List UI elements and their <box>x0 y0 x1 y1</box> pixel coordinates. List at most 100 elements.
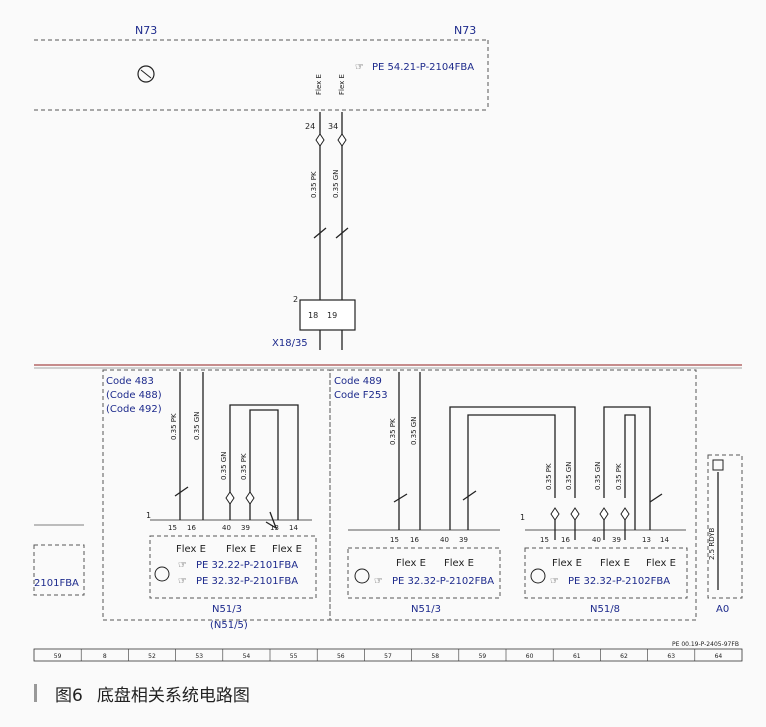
grid-cell-label: 61 <box>573 653 581 660</box>
b2-gear-icon <box>354 568 370 584</box>
svg-text:15: 15 <box>540 536 549 544</box>
svg-text:40: 40 <box>440 536 449 544</box>
grid-cell-label: 8 <box>103 653 107 660</box>
n73-label-left: N73 <box>135 24 157 37</box>
grid-cell-label: 52 <box>148 653 156 660</box>
left-partial-module <box>33 544 85 596</box>
twisted-marker <box>313 227 327 239</box>
svg-text:14: 14 <box>660 536 669 544</box>
svg-text:0.35 PK: 0.35 PK <box>170 413 178 440</box>
grid-cell-label: 64 <box>715 653 723 660</box>
svg-text:0.35 PK: 0.35 PK <box>389 418 397 445</box>
connector-symbol-right <box>337 133 347 147</box>
b1-module <box>149 535 317 599</box>
figure-caption: 图6 底盘相关系统电路图 <box>34 681 250 706</box>
conn-pin-19: 19 <box>327 311 337 320</box>
svg-text:13: 13 <box>642 536 651 544</box>
svg-text:16: 16 <box>187 524 196 532</box>
b1-gear-icon <box>154 566 170 582</box>
svg-text:15: 15 <box>390 536 399 544</box>
svg-text:0.35 GN: 0.35 GN <box>594 462 602 490</box>
svg-text:Flex E: Flex E <box>272 544 302 555</box>
svg-text:0.35 GN: 0.35 GN <box>193 412 201 440</box>
a0-wire: 2.5 RDYB <box>708 527 716 560</box>
svg-text:0.35 GN: 0.35 GN <box>410 417 418 445</box>
block1-code3: (Code 492) <box>106 404 162 415</box>
svg-text:Flex E: Flex E <box>176 544 206 555</box>
wire-label-pk: 0.35 PK <box>310 171 318 198</box>
b3-gear-icon <box>530 568 546 584</box>
svg-text:0.35 GN: 0.35 GN <box>565 462 573 490</box>
svg-text:☞: ☞ <box>178 560 187 571</box>
svg-text:Flex E: Flex E <box>396 558 426 569</box>
b2-ref: PE 32.32-P-2102FBA <box>392 576 494 587</box>
grid-cell-label: 55 <box>290 653 298 660</box>
b1-label2: (N51/5) <box>210 620 248 631</box>
svg-text:0.35 PK: 0.35 PK <box>615 463 623 490</box>
b1-pin1: 1 <box>146 511 151 520</box>
ref-top: PE 54.21-P-2104FBA <box>372 62 474 73</box>
svg-text:40: 40 <box>592 536 601 544</box>
svg-text:40: 40 <box>222 524 231 532</box>
svg-text:1: 1 <box>520 513 525 522</box>
svg-text:39: 39 <box>459 536 468 544</box>
grid-cell-label: 63 <box>667 653 675 660</box>
grid-cell-label: 59 <box>54 653 62 660</box>
grid-cell-label: 57 <box>384 653 392 660</box>
pin-34: 34 <box>328 122 338 131</box>
svg-text:14: 14 <box>289 524 298 532</box>
conn-name: X18/35 <box>272 338 308 349</box>
block1-code1: Code 483 <box>106 376 154 387</box>
grid-cells: 59 8 52 53 54 55 56 57 58 59 60 61 62 63 64 <box>54 649 723 661</box>
grid-cell-label: 59 <box>479 653 487 660</box>
block2-code2: Code F253 <box>334 390 388 401</box>
a0-label: A0 <box>716 604 729 615</box>
grid-cell-label: 54 <box>243 653 251 660</box>
wire-label-gn: 0.35 GN <box>332 170 340 198</box>
ref-book-icon: ☞ <box>355 62 364 73</box>
svg-text:Flex E: Flex E <box>600 558 630 569</box>
b3-ref: PE 32.32-P-2102FBA <box>568 576 670 587</box>
svg-text:39: 39 <box>241 524 250 532</box>
block1-code2: (Code 488) <box>106 390 162 401</box>
svg-text:☞: ☞ <box>550 576 559 587</box>
block2-code1: Code 489 <box>334 376 382 387</box>
b1-ref1: PE 32.22-P-2101FBA <box>196 560 298 571</box>
b3-module <box>524 547 688 599</box>
svg-text:Flex E: Flex E <box>444 558 474 569</box>
b2-label: N51/3 <box>411 604 441 615</box>
grid-cell-label: 62 <box>620 653 628 660</box>
n73-label-right: N73 <box>454 24 476 37</box>
twisted-marker-2 <box>335 227 349 239</box>
gear-icon <box>137 65 155 83</box>
connector-x18-35 <box>299 299 356 331</box>
figure-number: 图6 <box>55 685 83 706</box>
connector-symbol-left <box>315 133 325 147</box>
svg-text:39: 39 <box>612 536 621 544</box>
svg-text:☞: ☞ <box>374 576 383 587</box>
svg-text:Flex E: Flex E <box>226 544 256 555</box>
svg-text:0.35 GN: 0.35 GN <box>220 452 228 480</box>
grid-cell-label: 53 <box>195 653 203 660</box>
a0-module <box>707 454 743 599</box>
grid-cell-label: 58 <box>431 653 439 660</box>
svg-text:0.35 PK: 0.35 PK <box>240 453 248 480</box>
svg-text:Flex E: Flex E <box>315 74 323 95</box>
svg-text:16: 16 <box>410 536 419 544</box>
grid-bar <box>33 648 743 662</box>
grid-cell-label: 56 <box>337 653 345 660</box>
left-ref: 2101FBA <box>34 578 79 589</box>
caption-bar <box>34 684 37 702</box>
svg-text:☞: ☞ <box>178 576 187 587</box>
b1-label: N51/3 <box>212 604 242 615</box>
svg-text:0.35 PK: 0.35 PK <box>545 463 553 490</box>
conn-node: 2 <box>293 295 298 304</box>
svg-text:15: 15 <box>168 524 177 532</box>
block2-border <box>329 369 697 621</box>
b2-module <box>347 547 501 599</box>
b1-ref2: PE 32.32-P-2101FBA <box>196 576 298 587</box>
page-ref: PE 00.19-P-2405-97FB <box>672 641 739 648</box>
grid-cell-label: 60 <box>526 653 534 660</box>
figure-title: 底盘相关系统电路图 <box>96 685 250 706</box>
